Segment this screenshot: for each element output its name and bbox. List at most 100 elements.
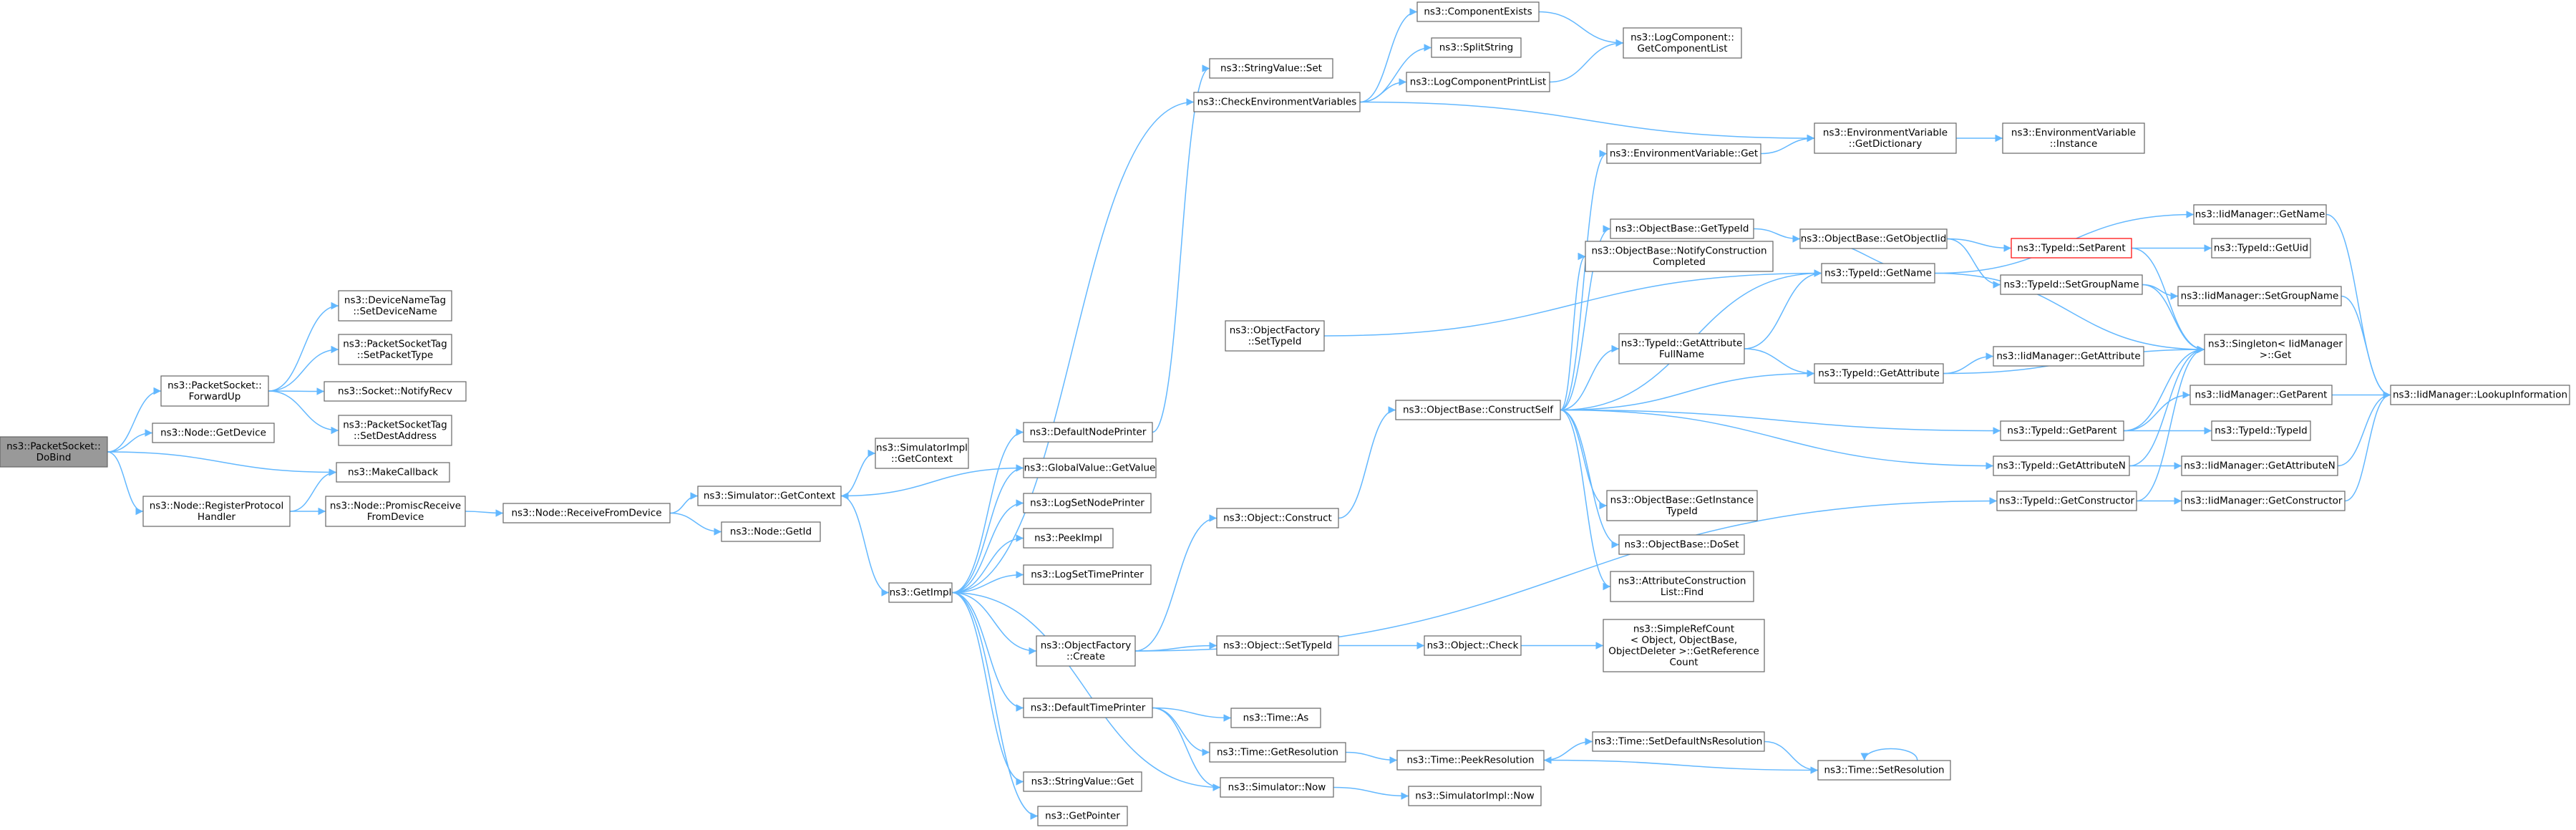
- call-graph-node[interactable]: ns3::PacketSocketTag::SetDestAddress: [338, 415, 452, 446]
- call-graph-node[interactable]: ns3::EnvironmentVariable::Instance: [2002, 122, 2145, 154]
- call-graph-node[interactable]: ns3::IidManager::GetAttribute: [1993, 346, 2144, 367]
- call-graph-node[interactable]: ns3::Time::SetResolution: [1817, 760, 1951, 781]
- call-graph-node[interactable]: ns3::Socket::NotifyRecv: [324, 381, 467, 402]
- call-graph-node[interactable]: ns3::ObjectBase::DoSet: [1618, 534, 1745, 555]
- call-graph-node[interactable]: ns3::Node::GetDevice: [152, 423, 275, 443]
- call-graph-node[interactable]: ns3::ObjectBase::NotifyConstructionCompl…: [1585, 241, 1774, 272]
- call-graph-node[interactable]: ns3::StringValue::Set: [1209, 58, 1333, 79]
- call-graph-node[interactable]: ns3::TypeId::GetUid: [2211, 238, 2311, 259]
- call-graph-node[interactable]: ns3::Object::SetTypeId: [1216, 635, 1339, 656]
- call-edge: [1860, 748, 1918, 761]
- call-graph-node[interactable]: ns3::TypeId::TypeId: [2211, 420, 2311, 441]
- call-graph-node[interactable]: ns3::EnvironmentVariable::Get: [1606, 143, 1761, 164]
- call-graph-node[interactable]: ns3::IidManager::GetParent: [2189, 385, 2333, 405]
- node-box: [1585, 241, 1774, 272]
- call-graph-node[interactable]: ns3::LogSetTimePrinter: [1023, 564, 1152, 585]
- call-graph-node[interactable]: ns3::IidManager::SetGroupName: [2177, 286, 2342, 307]
- call-graph-node[interactable]: ns3::GetPointer: [1037, 806, 1128, 826]
- call-graph-node[interactable]: ns3::ComponentExists: [1416, 1, 1540, 22]
- call-graph-node[interactable]: ns3::Time::PeekResolution: [1396, 750, 1545, 771]
- node-label: ns3::IidManager::GetName: [2195, 209, 2325, 221]
- call-graph-node[interactable]: ns3::ObjectBase::ConstructSelf: [1395, 400, 1561, 420]
- call-graph-node[interactable]: ns3::ObjectBase::GetTypeId: [1610, 218, 1754, 239]
- call-graph-node[interactable]: ns3::GetImpl: [888, 582, 953, 603]
- call-graph-node[interactable]: ns3::SimulatorImpl::GetContext: [875, 438, 969, 469]
- node-label: ns3::Singleton< IidManager: [2208, 338, 2343, 349]
- node-box: [336, 462, 450, 483]
- call-graph-node[interactable]: ns3::Time::GetResolution: [1209, 742, 1346, 763]
- call-edge: [2344, 391, 2391, 502]
- call-graph-node[interactable]: ns3::StringValue::Get: [1023, 771, 1142, 792]
- call-graph-node[interactable]: ns3::SplitString: [1431, 37, 1522, 58]
- call-graph-node[interactable]: ns3::IidManager::LookupInformation: [2390, 385, 2570, 405]
- call-graph-node[interactable]: ns3::TypeId::SetGroupName: [2000, 274, 2143, 295]
- call-edge: [1345, 751, 1398, 764]
- call-graph-node[interactable]: ns3::ObjectBase::GetObjectIid: [1799, 228, 1948, 249]
- call-edge: [2341, 295, 2391, 399]
- node-box: [1814, 122, 1957, 154]
- node-box: [1220, 777, 1334, 798]
- call-graph-node[interactable]: ns3::Simulator::Now: [1220, 777, 1334, 798]
- call-graph-node[interactable]: ns3::DeviceNameTag::SetDeviceName: [338, 290, 452, 322]
- call-graph-node[interactable]: ns3::PacketSocketTag::SetPacketType: [338, 334, 452, 365]
- call-graph-node[interactable]: ns3::TypeId::SetParent: [2011, 238, 2132, 259]
- call-graph-node[interactable]: ns3::GlobalValue::GetValue: [1023, 458, 1157, 478]
- call-graph-node[interactable]: ns3::ObjectFactory::SetTypeId: [1225, 320, 1325, 352]
- node-label: ns3::TypeId::SetGroupName: [2003, 279, 2139, 291]
- node-label: ns3::Node::ReceiveFromDevice: [511, 508, 661, 519]
- node-box: [1023, 771, 1142, 792]
- call-graph-node[interactable]: ns3::TypeId::GetAttributeN: [1993, 455, 2130, 476]
- call-graph-node[interactable]: ns3::TypeId::GetParent: [2000, 420, 2124, 441]
- call-graph-node[interactable]: ns3::TypeId::GetName: [1821, 263, 1935, 284]
- call-graph-node[interactable]: ns3::Time::As: [1230, 708, 1321, 728]
- call-edge: [465, 509, 504, 517]
- call-graph-node[interactable]: ns3::Time::SetDefaultNsResolution: [1592, 731, 1765, 752]
- call-graph-node[interactable]: ns3::EnvironmentVariable::GetDictionary: [1814, 122, 1957, 154]
- call-edge: [840, 467, 1024, 500]
- call-edge: [107, 451, 337, 476]
- call-graph-node[interactable]: ns3::LogSetNodePrinter: [1023, 493, 1152, 513]
- call-graph-node[interactable]: ns3::Object::Construct: [1216, 508, 1339, 529]
- node-box: [1603, 619, 1765, 672]
- node-label: ns3::ObjectBase::DoSet: [1624, 539, 1739, 551]
- call-graph-node[interactable]: ns3::Object::Check: [1424, 635, 1522, 656]
- call-graph-node[interactable]: ns3::Node::ReceiveFromDevice: [502, 503, 671, 523]
- call-graph-node[interactable]: ns3::TypeId::GetConstructor: [1996, 491, 2137, 511]
- node-label: ns3::TypeId::GetAttributeN: [1997, 460, 2126, 472]
- call-graph-node[interactable]: ns3::IidManager::GetConstructor: [2181, 491, 2346, 511]
- node-box: [697, 486, 842, 506]
- call-graph-node[interactable]: ns3::LogComponentPrintList: [1406, 72, 1550, 92]
- call-graph-node[interactable]: ns3::PacketSocket::ForwardUp: [160, 375, 269, 407]
- call-graph-node[interactable]: ns3::SimpleRefCount< Object, ObjectBase,…: [1603, 619, 1765, 672]
- call-graph-node[interactable]: ns3::IidManager::GetAttributeN: [2181, 455, 2338, 476]
- call-graph-node[interactable]: ns3::Simulator::GetContext: [697, 486, 842, 506]
- call-graph-node[interactable]: ns3::DefaultTimePrinter: [1023, 698, 1153, 718]
- call-graph-node[interactable]: ns3::PacketSocket::DoBind: [0, 436, 108, 468]
- node-label: ns3::Time::SetResolution: [1824, 765, 1944, 776]
- call-graph-node[interactable]: ns3::IidManager::GetName: [2193, 204, 2327, 225]
- node-label: ns3::TypeId::GetAttribute: [1818, 368, 1940, 380]
- call-graph-node[interactable]: ns3::ObjectFactory::Create: [1036, 635, 1136, 667]
- call-graph-node[interactable]: ns3::DefaultNodePrinter: [1023, 422, 1153, 443]
- call-graph-node[interactable]: ns3::TypeId::GetAttribute: [1814, 363, 1944, 384]
- call-graph-node[interactable]: ns3::Singleton< IidManager>::Get: [2204, 334, 2347, 365]
- call-graph-node[interactable]: ns3::Node::GetId: [721, 521, 821, 542]
- call-graph-node[interactable]: ns3::MakeCallback: [336, 462, 450, 483]
- call-graph-node[interactable]: ns3::SimulatorImpl::Now: [1408, 786, 1542, 806]
- call-graph-node[interactable]: ns3::CheckEnvironmentVariables: [1193, 92, 1361, 112]
- node-label: ns3::PacketSocket::: [167, 380, 262, 391]
- call-edge: [951, 592, 1037, 655]
- node-box: [2211, 420, 2311, 441]
- call-graph-node[interactable]: ns3::LogComponent::GetComponentList: [1623, 27, 1742, 59]
- call-graph-node[interactable]: ns3::PeekImpl: [1023, 528, 1114, 549]
- node-box: [1209, 742, 1346, 763]
- node-label: ::Create: [1066, 651, 1105, 662]
- node-label: ns3::TypeId::GetUid: [2214, 243, 2308, 254]
- call-edge: [840, 495, 890, 597]
- node-label: ns3::IidManager::SetGroupName: [2181, 291, 2339, 302]
